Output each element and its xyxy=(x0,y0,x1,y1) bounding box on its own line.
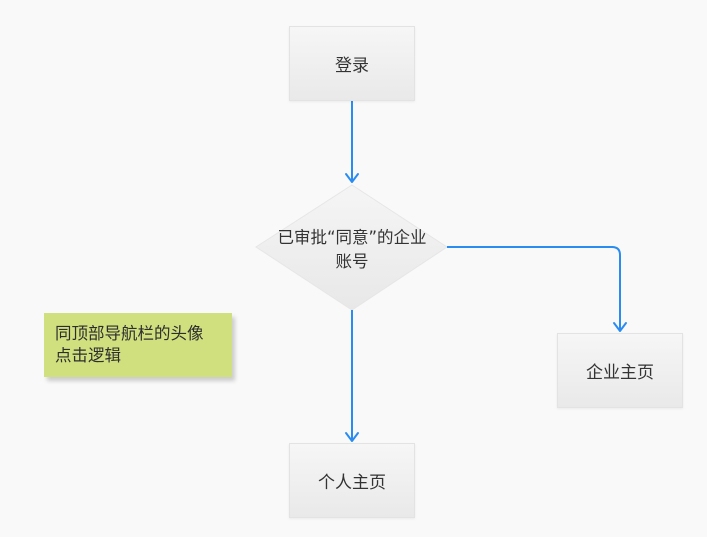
node-login-label: 登录 xyxy=(335,56,369,76)
arrow-decision-to-company-home xyxy=(447,246,627,332)
node-company-home: 企业主页 xyxy=(557,333,683,408)
sticky-note: 同顶部导航栏的头像 点击逻辑 xyxy=(44,313,232,377)
node-personal-home: 个人主页 xyxy=(289,443,415,518)
node-company-home-label: 企业主页 xyxy=(586,363,654,383)
node-personal-home-label: 个人主页 xyxy=(318,473,386,493)
arrow-decision-to-personal-home xyxy=(345,310,359,442)
node-login: 登录 xyxy=(289,26,415,101)
decision-label: 已审批“同意”的企业 账号 xyxy=(277,228,427,271)
arrow-start-to-decision xyxy=(345,101,359,183)
